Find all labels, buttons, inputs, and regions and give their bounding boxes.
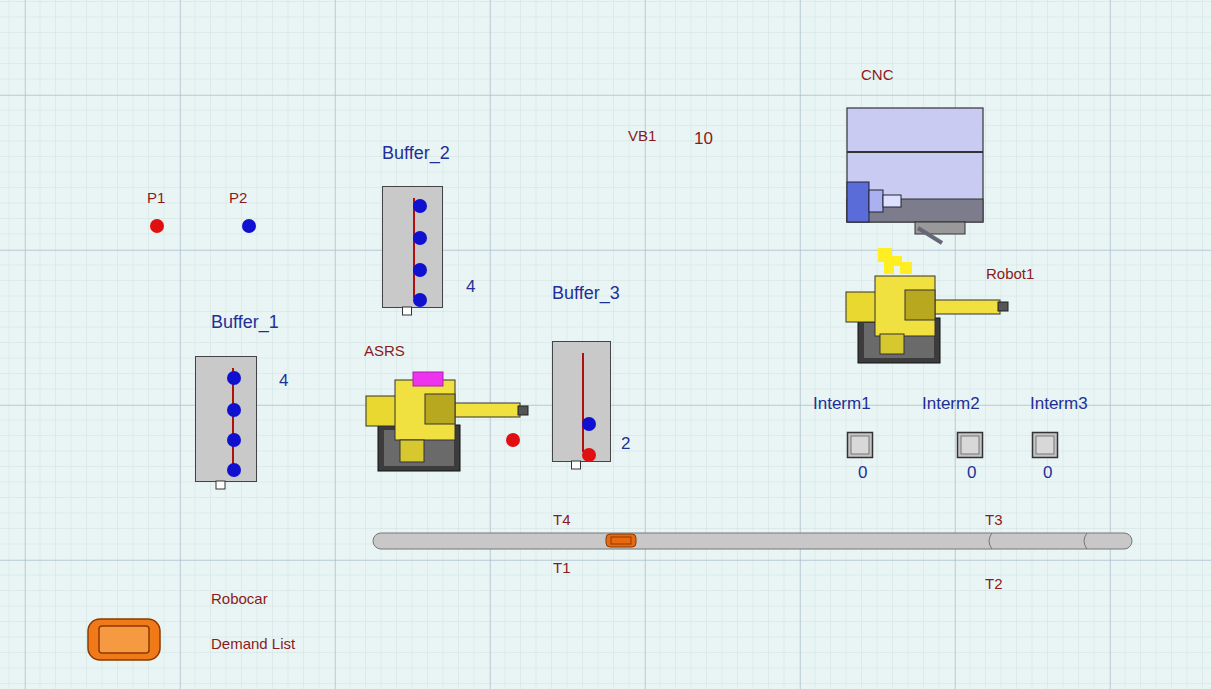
node-name: Interm1 xyxy=(813,395,871,414)
node-name: Buffer_1 xyxy=(211,313,279,333)
node-name: Buffer_2 xyxy=(382,144,450,164)
part-dot xyxy=(242,219,256,233)
track-name: T2 xyxy=(985,576,1003,593)
vehicle-name: Robocar xyxy=(211,591,268,608)
interm-box: Interm10 xyxy=(847,432,873,458)
buffer-box: Buffer_24 xyxy=(382,186,443,308)
part-name: P1 xyxy=(147,190,165,207)
node-name: Interm3 xyxy=(1030,395,1088,414)
interm-box: Interm20 xyxy=(957,432,983,458)
node-name: Buffer_3 xyxy=(552,284,620,304)
count-value: 0 xyxy=(967,464,976,483)
count-value: 0 xyxy=(858,464,867,483)
interm-box: Interm30 xyxy=(1032,432,1058,458)
list-name: Demand List xyxy=(211,636,295,653)
robot-name: ASRS xyxy=(364,343,405,360)
box-outline xyxy=(552,341,611,472)
part-name: P2 xyxy=(229,190,247,207)
box-outline xyxy=(847,432,873,468)
machine-name: CNC xyxy=(861,67,894,84)
box-outline xyxy=(195,356,257,492)
box-outline xyxy=(382,186,443,318)
buffer-box: Buffer_32 xyxy=(552,341,611,462)
robot-name: Robot1 xyxy=(986,266,1034,283)
box-outline xyxy=(957,432,983,468)
count-value: 4 xyxy=(279,372,288,391)
count-value: 10 xyxy=(694,130,713,149)
track-name: T1 xyxy=(553,560,571,577)
track-name: T3 xyxy=(985,512,1003,529)
count-value: 2 xyxy=(621,435,630,454)
buffer-box: Buffer_14 xyxy=(195,356,257,482)
robot1 xyxy=(846,248,1008,363)
track-name: T4 xyxy=(553,512,571,529)
node-name: Interm2 xyxy=(922,395,980,414)
count-value: 0 xyxy=(1043,464,1052,483)
box-outline xyxy=(1032,432,1058,468)
asrs-robot xyxy=(366,372,528,471)
buffer-name: VB1 xyxy=(628,128,656,145)
track xyxy=(373,533,1132,549)
part-dot xyxy=(150,219,164,233)
count-value: 4 xyxy=(466,278,475,297)
cnc-machine xyxy=(847,108,983,243)
robocar-icon xyxy=(88,619,160,660)
